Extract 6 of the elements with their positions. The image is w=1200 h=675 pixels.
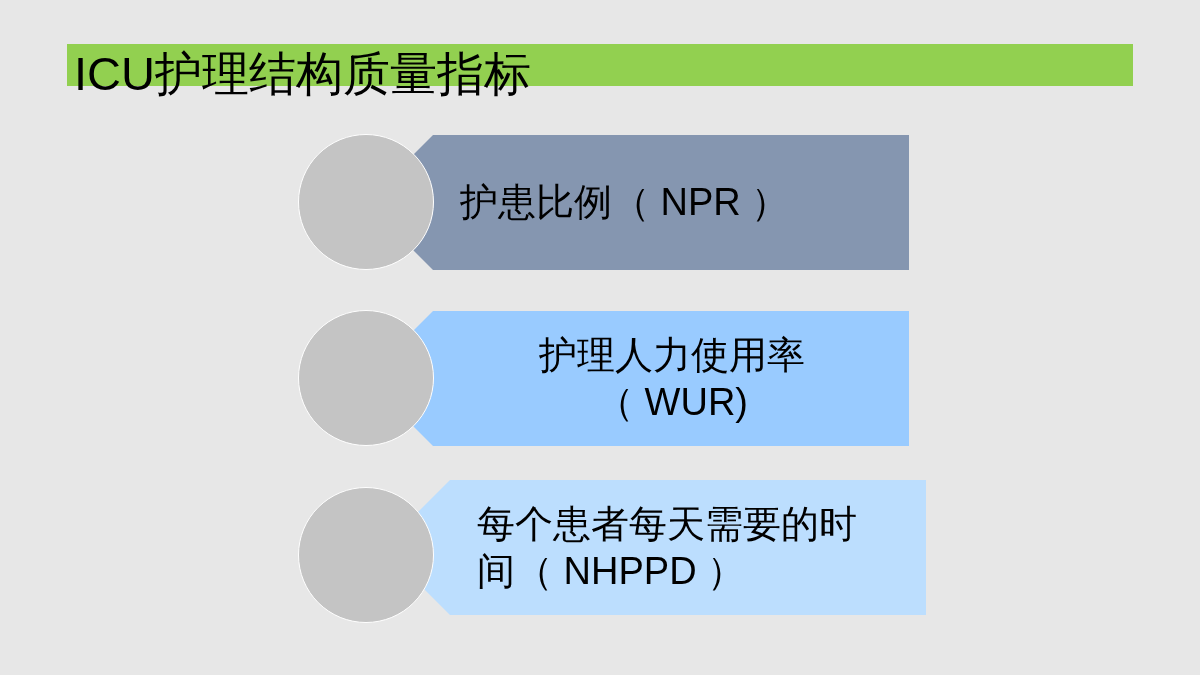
arrow-banner bbox=[413, 311, 909, 446]
banner-text: 每个患者每天需要的时间（ NHPPD ） bbox=[477, 501, 858, 594]
banner-text: 护理人力使用率（ WUR) bbox=[538, 332, 806, 425]
arrow-banner bbox=[413, 135, 909, 270]
arrow-banner bbox=[418, 480, 926, 615]
banner-text: 护患比例（ NPR ） bbox=[460, 180, 790, 225]
